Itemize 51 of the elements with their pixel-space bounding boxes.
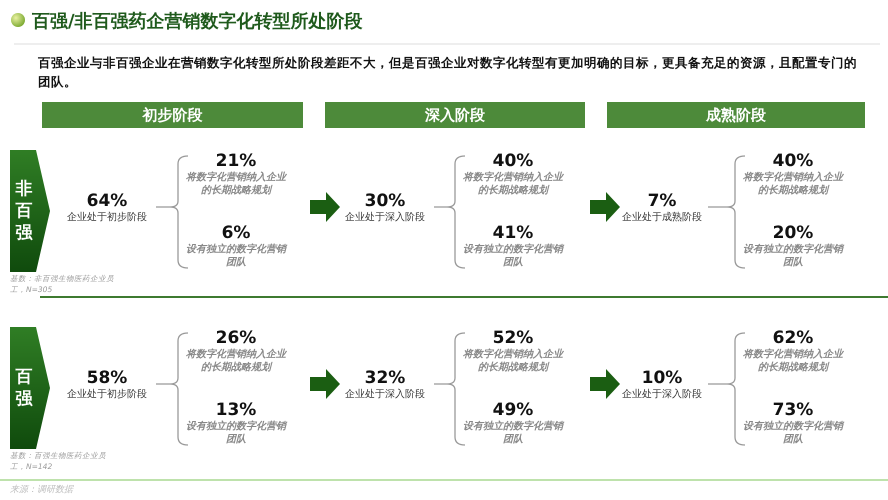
percent-value: 58%: [86, 368, 128, 388]
category-label: 百强: [15, 366, 33, 410]
percent-value: 13%: [216, 400, 256, 420]
percent-value: 41%: [492, 223, 534, 243]
statistic-description: 设有独立的数字化营销团队: [743, 243, 843, 269]
page-title: 百强/非百强药企营销数字化转型所处阶段: [32, 10, 363, 33]
stage-title: 初步阶段: [142, 106, 202, 124]
percent-value: 40%: [492, 151, 534, 171]
statistic-description: 将数字化营销纳入企业的长期战略规划: [463, 171, 563, 197]
statistic-description: 设有独立的数字化营销团队: [186, 243, 286, 269]
arrow: [310, 192, 340, 222]
percent-value: 30%: [364, 190, 406, 210]
statistic-description: 将数字化营销纳入企业的长期战略规划: [186, 171, 286, 197]
percent-value: 6%: [222, 223, 250, 243]
percent-value: 32%: [364, 368, 406, 388]
arrow: [590, 369, 620, 399]
percent-value: 73%: [772, 400, 814, 420]
category-label: 非百强: [15, 178, 33, 244]
percent-value: 7%: [648, 190, 676, 210]
arrow: [310, 369, 340, 399]
percent-value: 49%: [492, 400, 534, 420]
stage-header-band: [325, 102, 585, 128]
percent-value: 20%: [772, 223, 814, 243]
statistic-description: 设有独立的数字化营销团队: [186, 420, 286, 446]
stage-description: 企业处于深入阶段: [622, 388, 702, 400]
stage-description: 企业处于深入阶段: [345, 388, 425, 400]
statistic-description: 设有独立的数字化营销团队: [463, 243, 563, 269]
statistic-description: 将数字化营销纳入企业的长期战略规划: [463, 348, 563, 374]
stage-description: 企业处于初步阶段: [67, 210, 147, 224]
percent-value: 21%: [216, 151, 256, 171]
stage-header-band: [607, 102, 865, 128]
statistic-description: 将数字化营销纳入企业的长期战略规划: [743, 171, 843, 197]
percent-value: 40%: [772, 151, 814, 171]
percent-value: 64%: [86, 190, 128, 210]
stage-description: 企业处于初步阶段: [67, 388, 147, 400]
percent-value: 52%: [492, 328, 534, 348]
stage-description: 企业处于深入阶段: [345, 210, 425, 224]
statistic-description: 设有独立的数字化营销团队: [743, 420, 843, 446]
percent-value: 26%: [216, 328, 256, 348]
statistic-description: 将数字化营销纳入企业的长期战略规划: [186, 348, 286, 374]
percent-value: 10%: [642, 368, 682, 388]
stage-description: 企业处于成熟阶段: [622, 210, 702, 224]
statistic-description: 将数字化营销纳入企业的长期战略规划: [743, 348, 843, 374]
stage-title: 成熟阶段: [706, 106, 766, 124]
stage-header-band: [42, 102, 303, 128]
arrow: [590, 192, 620, 222]
percent-value: 62%: [772, 328, 814, 348]
summary-text: 百强企业与非百强企业在营销数字化转型所处阶段差距不大，但是百强企业对数字化转型有更加明确的目标，更具备充足的资源，且配置专门的团队。: [38, 54, 858, 91]
statistic-description: 设有独立的数字化营销团队: [463, 420, 563, 446]
source-note: 来源：调研数据: [10, 485, 75, 496]
stage-title: 深入阶段: [425, 106, 485, 124]
